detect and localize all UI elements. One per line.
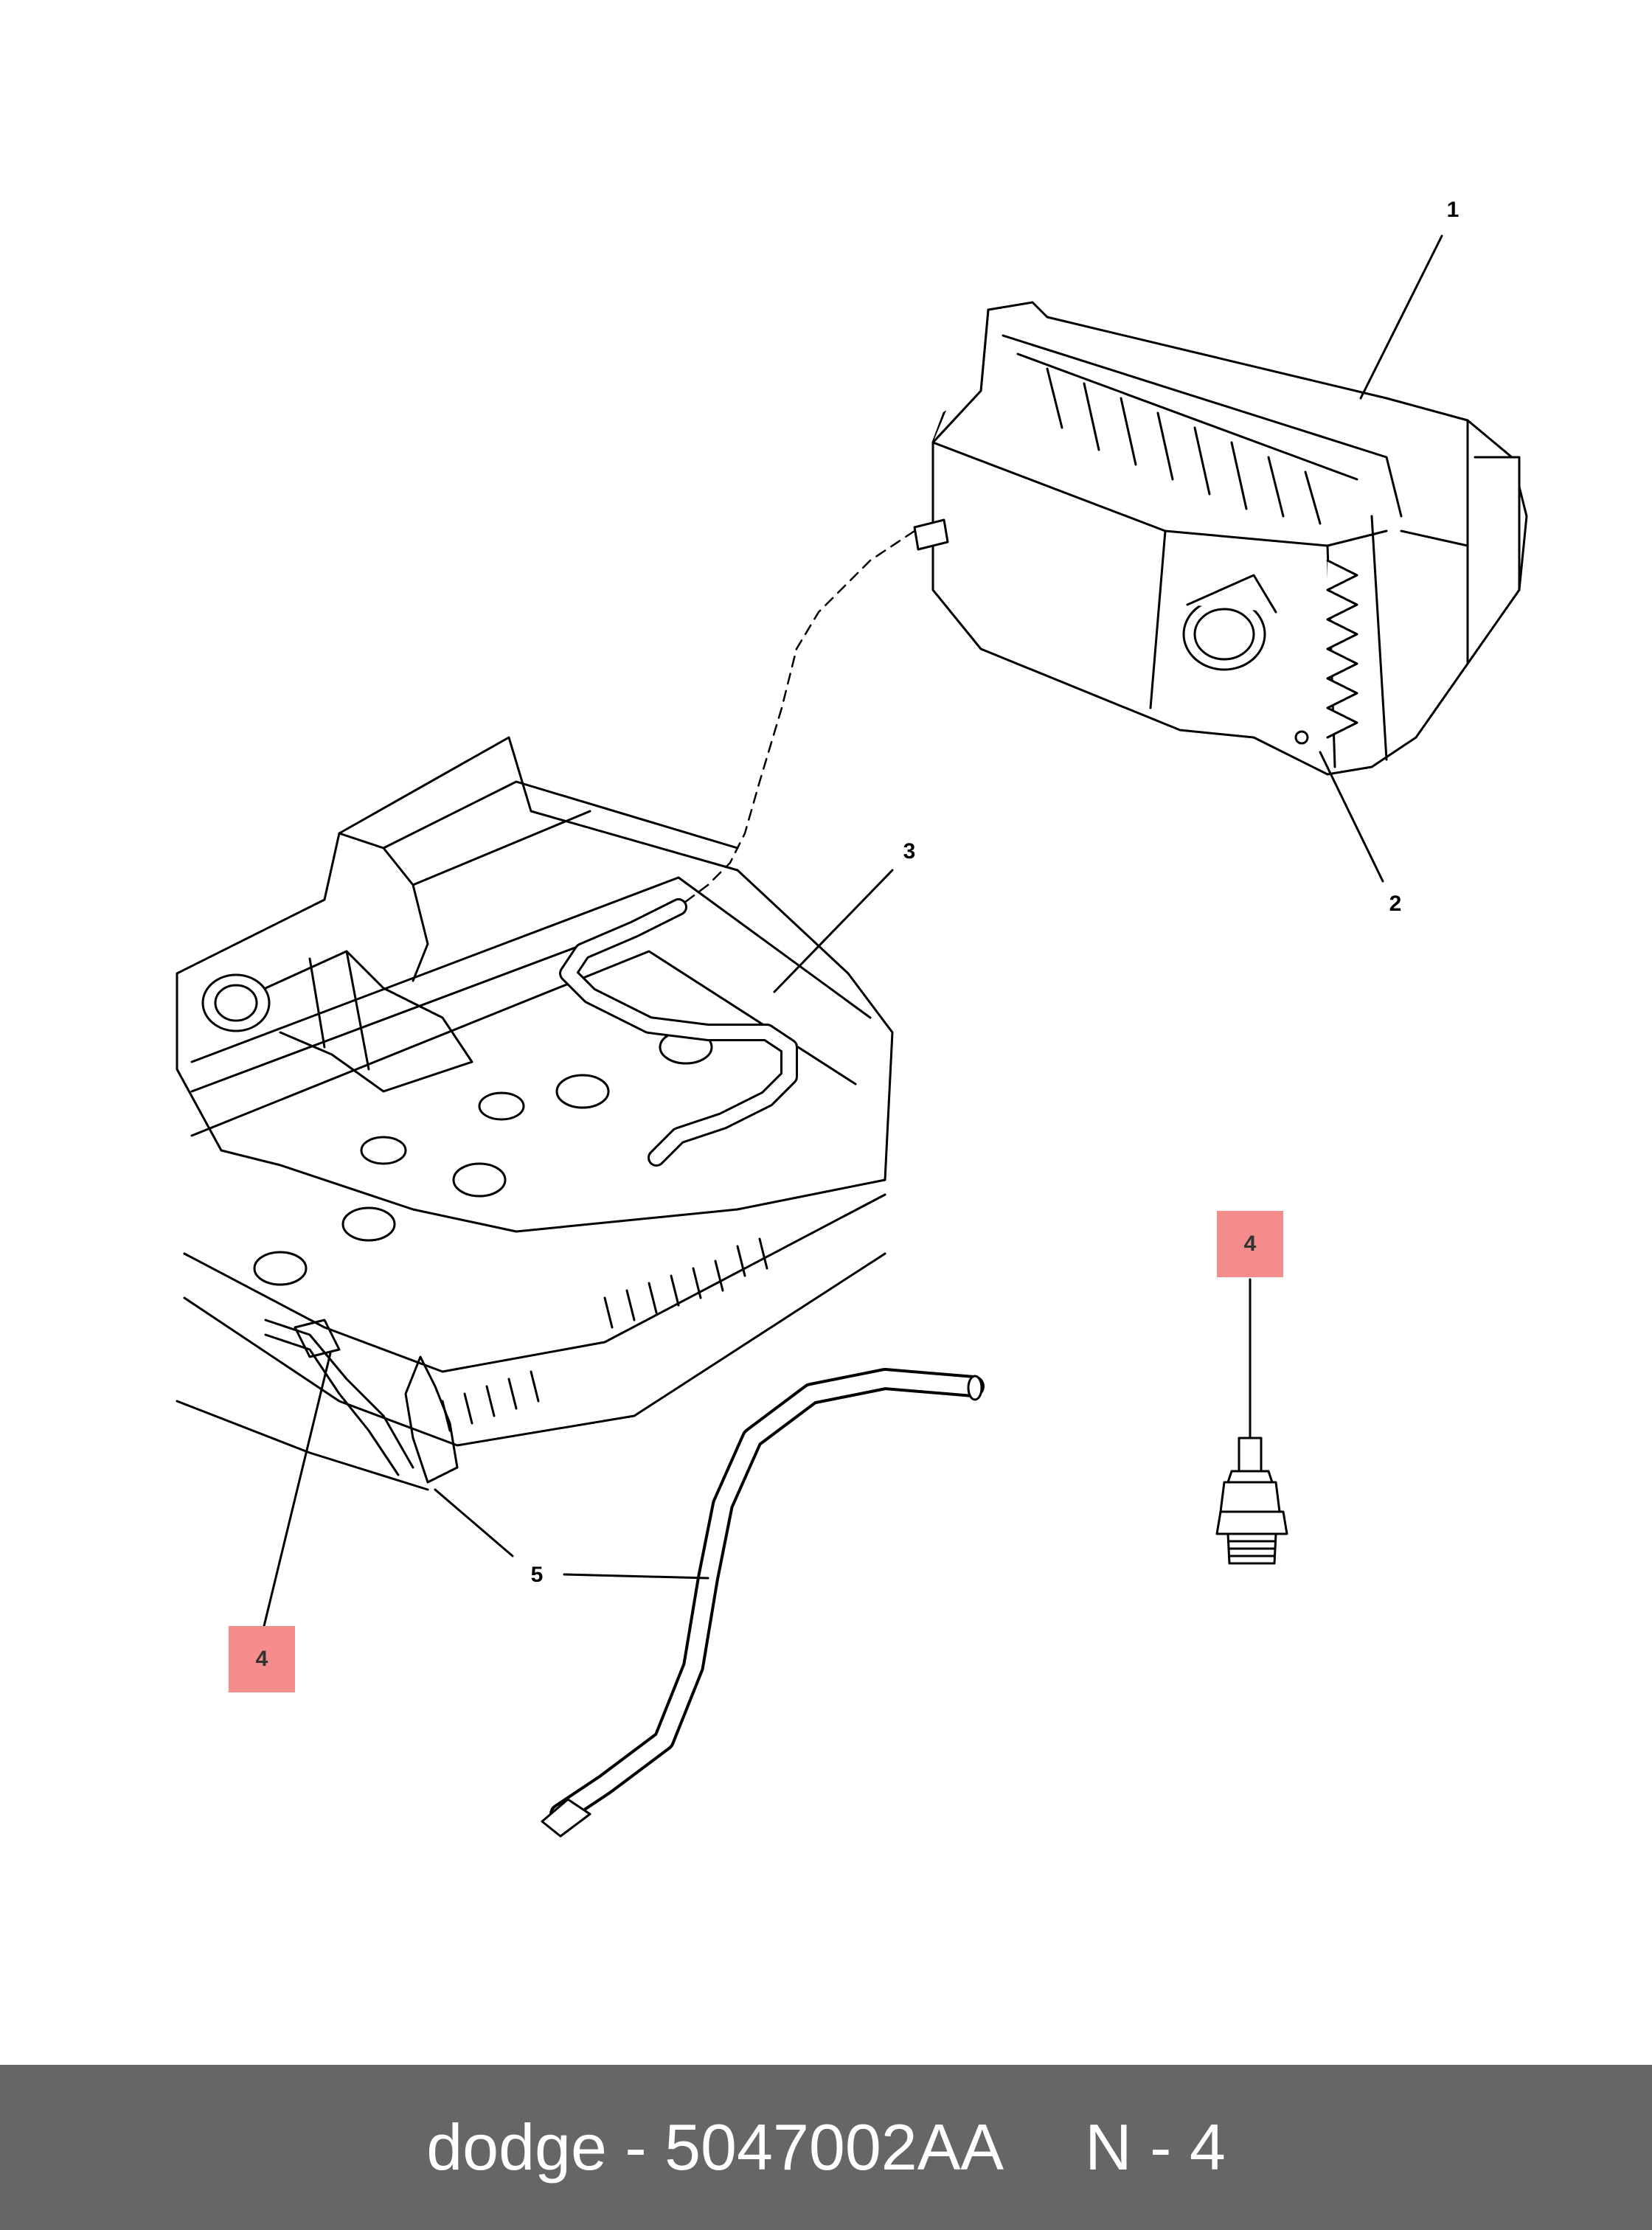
air-cleaner-housing: [913, 301, 1528, 776]
part-number-text: dodge - 5047002AA: [426, 2111, 1004, 2184]
routing-line: [677, 529, 916, 909]
engine-assembly: [176, 736, 894, 1491]
callout-4-highlight-right: 4: [1217, 1211, 1283, 1277]
callout-2: 2: [1389, 892, 1402, 916]
reference-text: N - 4: [1085, 2111, 1226, 2184]
footer-bar: dodge - 5047002AA N - 4: [0, 2065, 1652, 2230]
parts-diagram: [176, 235, 1528, 1838]
callout-5: 5: [530, 1563, 544, 1587]
leader-lines: [263, 235, 1443, 1628]
callout-1: 1: [1446, 198, 1460, 222]
hose-5: [541, 1368, 985, 1838]
callout-4-highlight-left: 4: [229, 1626, 295, 1692]
pcv-valve: [1215, 1437, 1288, 1565]
callout-3: 3: [903, 839, 916, 864]
